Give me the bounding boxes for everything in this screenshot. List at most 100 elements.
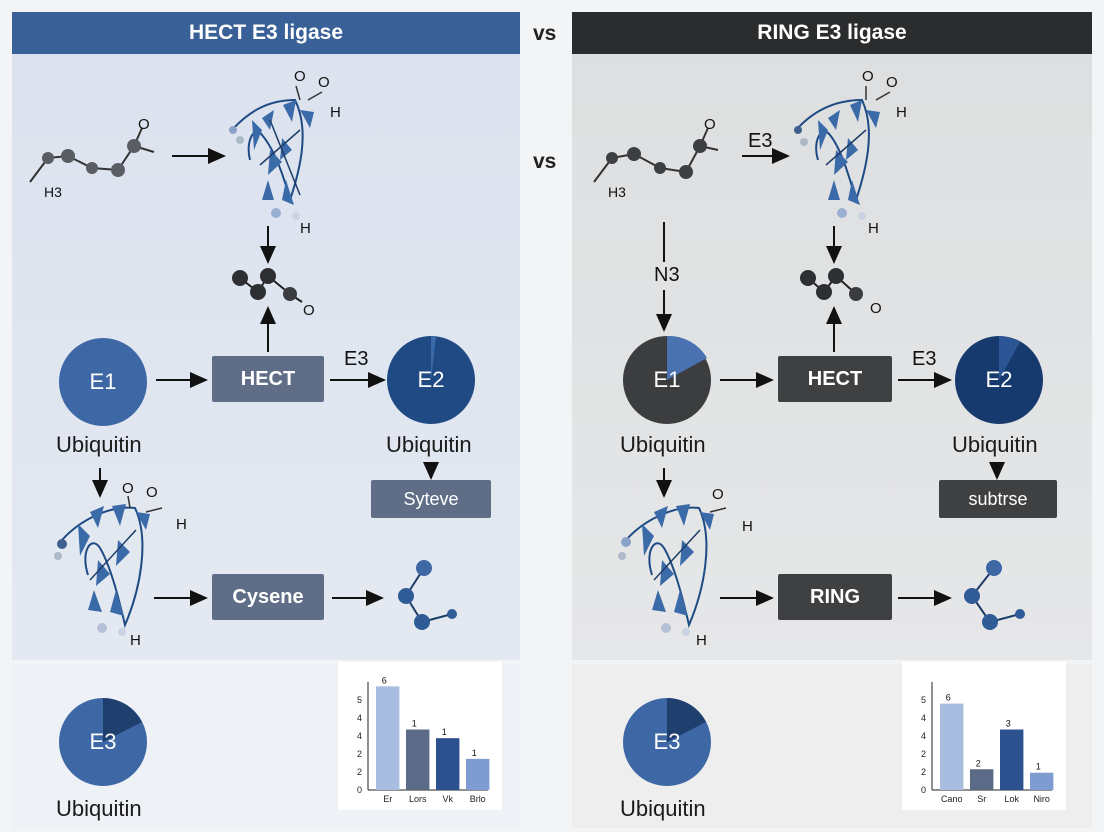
hect-box-right: HECT bbox=[778, 356, 892, 402]
mol-h-label: H bbox=[300, 220, 311, 237]
mol-oh-o-label: O bbox=[294, 68, 306, 85]
y-tick-label: 2 bbox=[357, 767, 362, 777]
y-tick-label: 0 bbox=[357, 785, 362, 795]
e2-circle-right: E2 bbox=[985, 367, 1013, 392]
e3-arrow-label: E3 bbox=[344, 348, 369, 370]
y-tick-label: 2 bbox=[921, 749, 926, 759]
mol-small-o-label: O bbox=[303, 302, 315, 319]
hect-panel-title: HECT E3 ligase bbox=[12, 12, 520, 54]
syteve-box: Syteve bbox=[371, 480, 491, 518]
bar bbox=[436, 738, 460, 790]
data-label: 1 bbox=[442, 727, 447, 737]
y-tick-label: 0 bbox=[921, 785, 926, 795]
vs-label-mid: vs bbox=[533, 150, 557, 173]
e2-caption: Ubiquitin bbox=[386, 432, 472, 457]
e1-caption-right: Ubiquitin bbox=[620, 432, 706, 457]
mol-o-label: O bbox=[138, 116, 150, 133]
e3-caption-left: Ubiquitin bbox=[56, 796, 142, 821]
x-tick-label: Cano bbox=[941, 794, 963, 804]
vs-label-top: vs bbox=[533, 22, 557, 45]
x-tick-label: Brlo bbox=[470, 794, 486, 804]
mol-o2-label: O bbox=[318, 74, 330, 91]
e2-circle: E2 bbox=[417, 367, 445, 392]
y-tick-label: 4 bbox=[921, 713, 926, 723]
mol-h-label-right: H bbox=[868, 220, 879, 237]
e3-top-label: E3 bbox=[748, 130, 773, 152]
mol-bottom-h-label: H bbox=[130, 632, 141, 649]
x-tick-label: Niro bbox=[1033, 794, 1050, 804]
y-tick-label: 2 bbox=[921, 767, 926, 777]
x-tick-label: Sr bbox=[977, 794, 986, 804]
mol-bottom-oh-h-label: H bbox=[176, 516, 187, 533]
bar bbox=[1030, 772, 1054, 790]
bar bbox=[466, 758, 490, 790]
y-tick-label: 4 bbox=[921, 731, 926, 741]
data-label: 6 bbox=[382, 675, 387, 685]
data-label: 2 bbox=[976, 758, 981, 768]
e3-arrow-label-right: E3 bbox=[912, 348, 937, 370]
y-tick-label: 5 bbox=[921, 695, 926, 705]
e3-circle-right: E3 bbox=[653, 729, 681, 754]
bar bbox=[376, 686, 400, 790]
mol-oh-h-label: H bbox=[330, 104, 341, 121]
mol-o2-label-right: O bbox=[886, 74, 898, 91]
ring-box: RING bbox=[778, 574, 892, 620]
mol-h3-label: H3 bbox=[44, 184, 62, 200]
n3-label: N3 bbox=[654, 264, 680, 286]
subtrse-box: subtrse bbox=[939, 480, 1057, 518]
e3-circle-left: E3 bbox=[89, 729, 117, 754]
data-label: 1 bbox=[472, 748, 477, 758]
bar bbox=[940, 703, 964, 790]
data-label: 6 bbox=[946, 693, 951, 703]
mol-oh-h-label-right: H bbox=[896, 104, 907, 121]
mol-bottom-o-label: O bbox=[122, 480, 134, 497]
x-tick-label: Lors bbox=[409, 794, 427, 804]
mol-bottom-oh-o-label-right: O bbox=[712, 486, 724, 503]
bar bbox=[1000, 729, 1024, 790]
mol-bottom-oh-o-label: O bbox=[146, 484, 158, 501]
e3-caption-right: Ubiquitin bbox=[620, 796, 706, 821]
x-tick-label: Er bbox=[383, 794, 392, 804]
bar bbox=[406, 729, 430, 790]
e2-caption-right: Ubiquitin bbox=[952, 432, 1038, 457]
data-label: 1 bbox=[1036, 762, 1041, 772]
y-tick-label: 4 bbox=[357, 731, 362, 741]
mol-oh-o-label-right: O bbox=[862, 68, 874, 85]
y-tick-label: 4 bbox=[357, 713, 362, 723]
mol-h3-label-right: H3 bbox=[608, 184, 626, 200]
e1-caption: Ubiquitin bbox=[56, 432, 142, 457]
e1-circle-right: E1 bbox=[653, 367, 681, 392]
y-tick-label: 5 bbox=[357, 695, 362, 705]
mol-bottom-oh-h-label-right: H bbox=[742, 518, 753, 535]
mol-bottom-h-label-right: H bbox=[696, 632, 707, 649]
mol-small-o-label-right: O bbox=[870, 300, 882, 317]
ring-panel-title: RING E3 ligase bbox=[572, 12, 1092, 54]
data-label: 1 bbox=[412, 719, 417, 729]
cysene-box: Cysene bbox=[212, 574, 324, 620]
e1-circle: E1 bbox=[59, 338, 147, 426]
y-tick-label: 2 bbox=[357, 749, 362, 759]
mol-o-label-right: O bbox=[704, 116, 716, 133]
hect-box: HECT bbox=[212, 356, 324, 402]
x-tick-label: Lok bbox=[1004, 794, 1019, 804]
data-label: 3 bbox=[1006, 719, 1011, 729]
